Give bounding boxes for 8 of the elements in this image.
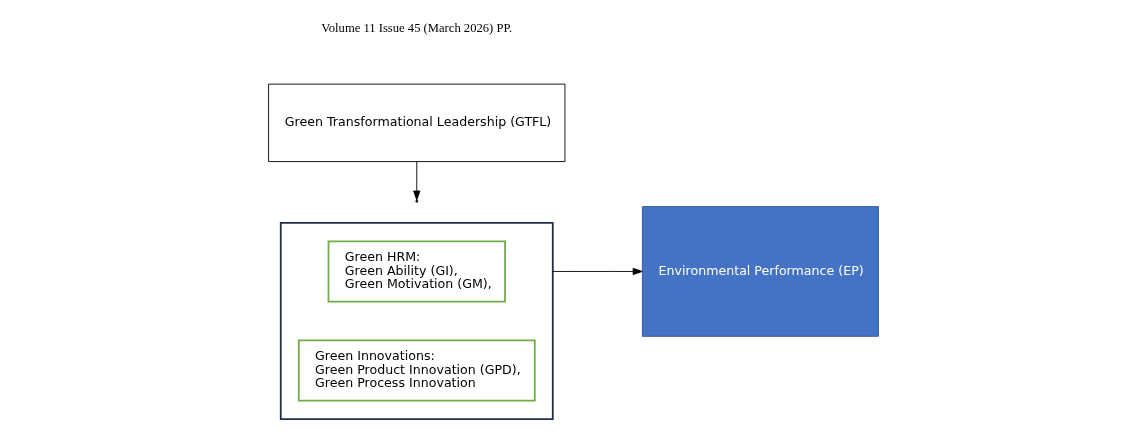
node-box: Environmental Performance (EP) [641,206,879,337]
node-box: Green HRM: Green Ability (GI), Green Motivation (GM), [327,240,506,303]
arrow [552,267,643,276]
arrow [413,161,421,201]
cluster [279,221,554,421]
label: Volume 11 Issue 45 (March 2026) PP. [321,20,513,35]
node-box: Green Transformational Leadership (GTFL) [268,83,566,163]
node-box: Green Innovations: Green Product Innovation (GPD), Green Process Innovation [297,339,536,402]
